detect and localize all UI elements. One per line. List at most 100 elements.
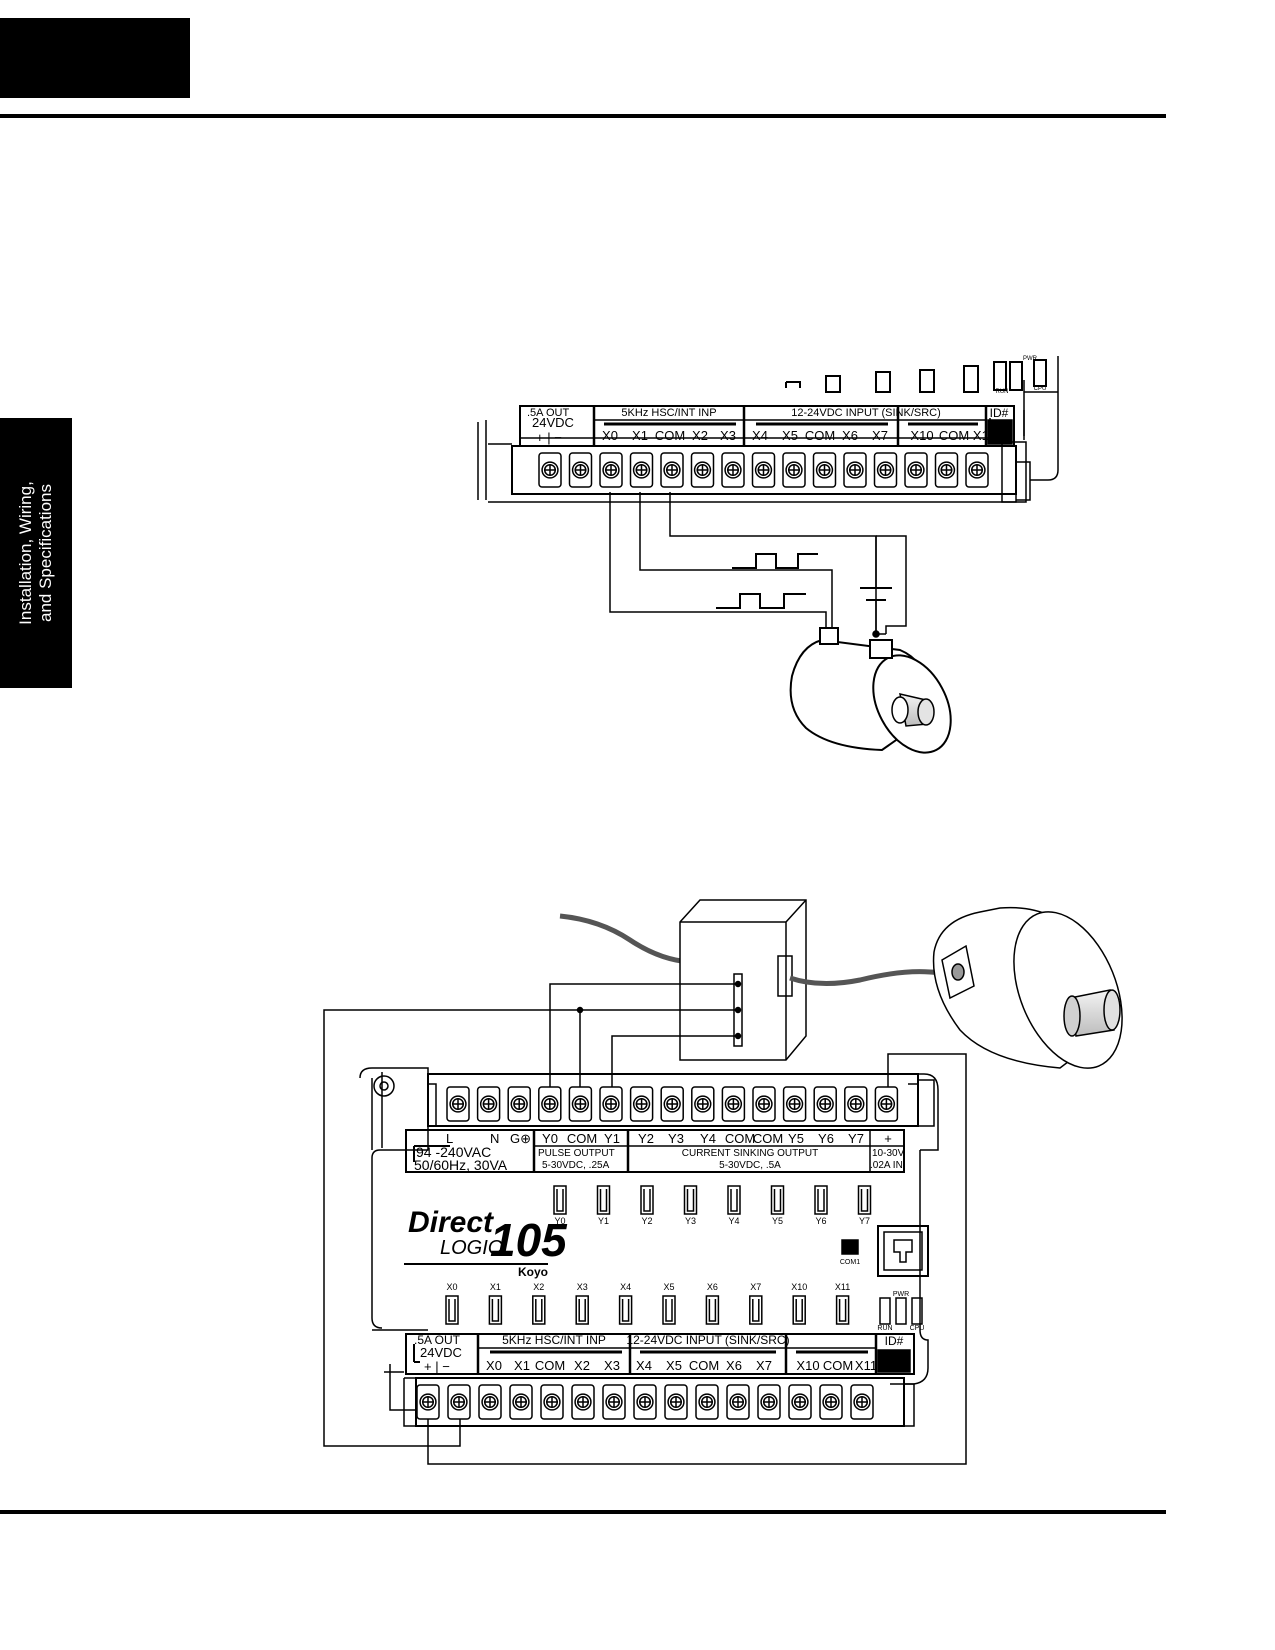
fig2-x-led-label-1: X1 bbox=[490, 1282, 501, 1292]
fig2-bottom-screw-4 bbox=[540, 1384, 564, 1420]
fig1-led-pwr: PWR bbox=[1023, 356, 1038, 362]
fig2-top-screw-2 bbox=[507, 1086, 531, 1122]
fig2-top-screw-0 bbox=[446, 1086, 470, 1122]
figure1-encoder bbox=[789, 627, 952, 754]
header-tab bbox=[0, 18, 190, 98]
fig2-out-terminal-6: COM bbox=[725, 1131, 755, 1146]
fig2-y-led-label-7: Y7 bbox=[859, 1216, 870, 1226]
figure1-encoder-wiring bbox=[477, 356, 1059, 754]
fig2-in-terminal-11: COM bbox=[823, 1358, 853, 1373]
fig2-x-led-label-7: X7 bbox=[750, 1282, 761, 1292]
fig2-ac-rating2: 50/60Hz, 30VA bbox=[414, 1157, 508, 1173]
fig2-out-terminal-4: Y3 bbox=[668, 1131, 684, 1146]
fig2-top-screw-7 bbox=[660, 1086, 684, 1122]
fig2-input-cable bbox=[559, 913, 691, 965]
fig2-bottom-screw-13 bbox=[819, 1384, 843, 1420]
fig2-ac-N: N bbox=[490, 1131, 499, 1146]
fig2-top-screw-10 bbox=[752, 1086, 776, 1122]
fig2-top-screw-5 bbox=[599, 1086, 623, 1122]
fig2-top-screw-1 bbox=[476, 1086, 501, 1122]
fig2-bottom-screw-10 bbox=[726, 1384, 750, 1420]
fig2-out-terminal-9: Y6 bbox=[818, 1131, 834, 1146]
fig2-top-screw-11 bbox=[782, 1086, 807, 1122]
fig2-in-terminal-8: X6 bbox=[726, 1358, 742, 1373]
fig2-group-hsc: 5KHz HSC/INT INP bbox=[502, 1333, 606, 1347]
fig2-top-screw-8 bbox=[691, 1086, 715, 1122]
fig2-ac-rating1: 94 -240VAC bbox=[416, 1144, 491, 1160]
fig1-screw-5 bbox=[690, 452, 715, 488]
fig2-bottom-screw-6 bbox=[602, 1384, 626, 1420]
fig2-bottom-screw-9 bbox=[695, 1384, 719, 1420]
fig1-group-hsc: 5KHz HSC/INT INP bbox=[621, 407, 716, 419]
fig2-x-led-4-inner bbox=[621, 1299, 630, 1322]
fig1-terminal-8: X6 bbox=[842, 428, 858, 443]
fig1-screw-1 bbox=[568, 452, 593, 488]
fig2-ac-L: L bbox=[446, 1131, 453, 1146]
fig2-y-led-6-inner bbox=[817, 1189, 825, 1212]
fig2-x-led-label-5: X5 bbox=[663, 1282, 674, 1292]
fig1-id: ID# bbox=[990, 406, 1009, 420]
fig1-screw-10 bbox=[843, 452, 867, 488]
header-rule bbox=[0, 114, 1166, 118]
fig2-out-terminal-11: + bbox=[884, 1131, 892, 1146]
fig2-y-led-6 bbox=[814, 1185, 828, 1215]
fig2-brand-koyo: Koyo bbox=[518, 1265, 548, 1279]
fig2-x-led-0 bbox=[445, 1295, 459, 1325]
fig2-y-led-0-inner bbox=[556, 1189, 564, 1212]
fig1-terminal-9: X7 bbox=[872, 428, 888, 443]
fig2-in-terminal-2: COM bbox=[535, 1358, 565, 1373]
fig2-x-led-0-inner bbox=[448, 1299, 456, 1322]
fig2-encoder bbox=[932, 906, 1123, 1069]
fig2-x-leds bbox=[445, 1295, 850, 1325]
fig2-x-led-8-inner bbox=[795, 1299, 803, 1322]
fig2-in-terminal-7: COM bbox=[689, 1358, 719, 1373]
fig2-in-terminal-1: X1 bbox=[514, 1358, 530, 1373]
fig2-y-led-5-inner bbox=[773, 1189, 782, 1212]
fig2-plus-rating1: 10-30V bbox=[872, 1148, 905, 1159]
fig1-screw-9 bbox=[812, 452, 837, 488]
fig2-x-led-1-inner bbox=[491, 1299, 500, 1322]
fig1-terminal-11: COM bbox=[939, 428, 969, 443]
fig1-screw-3 bbox=[629, 452, 654, 488]
fig1-screw-4 bbox=[660, 452, 684, 488]
fig2-in-terminal-0: X0 bbox=[486, 1358, 502, 1373]
fig2-top-screw-14 bbox=[874, 1086, 899, 1122]
fig2-x-led-5-inner bbox=[665, 1299, 673, 1322]
fig2-out-terminal-0: Y0 bbox=[542, 1131, 558, 1146]
fig2-x-led-9-inner bbox=[838, 1299, 847, 1322]
footer-rule bbox=[0, 1510, 1166, 1514]
fig2-y-led-label-3: Y3 bbox=[685, 1216, 696, 1226]
fig2-in-terminal-12: X11 bbox=[855, 1358, 877, 1373]
chapter-side-tab: Installation, Wiring, and Specifications bbox=[0, 418, 72, 688]
fig2-y-led-label-1: Y1 bbox=[598, 1216, 609, 1226]
fig2-top-screw-6 bbox=[629, 1086, 654, 1122]
fig1-terminal-7: COM bbox=[805, 428, 835, 443]
fig2-y-leds bbox=[553, 1185, 872, 1215]
fig2-x-led-label-2: X2 bbox=[533, 1282, 544, 1292]
fig2-brand-model: 105 bbox=[490, 1214, 568, 1266]
fig2-y-led-1 bbox=[596, 1185, 611, 1215]
fig2-bottom-screw-2 bbox=[478, 1384, 502, 1420]
figure1-wires bbox=[609, 492, 907, 638]
fig2-y-led-label-6: Y6 bbox=[815, 1216, 826, 1226]
fig2-out-terminal-7: COM bbox=[753, 1131, 783, 1146]
fig2-brand-direct: Direct bbox=[408, 1206, 495, 1239]
fig2-out-terminal-10: Y7 bbox=[848, 1131, 864, 1146]
fig2-brand-logic: LOGIC bbox=[440, 1237, 503, 1259]
fig2-bottom-screw-12 bbox=[788, 1384, 812, 1420]
fig2-y-led-3 bbox=[683, 1185, 698, 1215]
fig2-bottom-screw-8 bbox=[664, 1384, 688, 1420]
fig1-group-input: 12-24VDC INPUT (SINK/SRC) bbox=[791, 407, 941, 419]
fig2-top-screw-terminals bbox=[446, 1086, 899, 1122]
fig2-wires bbox=[323, 983, 967, 1465]
fig2-out-terminal-1: COM bbox=[567, 1131, 597, 1146]
fig2-bottom-screw-1 bbox=[447, 1384, 471, 1420]
fig2-x-led-label-9: X11 bbox=[835, 1282, 850, 1292]
fig2-y-led-1-inner bbox=[599, 1189, 608, 1212]
fig2-id: ID# bbox=[885, 1334, 904, 1348]
fig1-screw-6 bbox=[721, 452, 745, 488]
figure1-labels: .5A OUT 24VDC + | − 5KHz HSC/INT INP 12-… bbox=[527, 356, 1046, 445]
fig2-in-terminal-9: X7 bbox=[756, 1358, 772, 1373]
fig2-x-led-label-3: X3 bbox=[577, 1282, 588, 1292]
fig2-encoder-cable bbox=[789, 967, 957, 987]
